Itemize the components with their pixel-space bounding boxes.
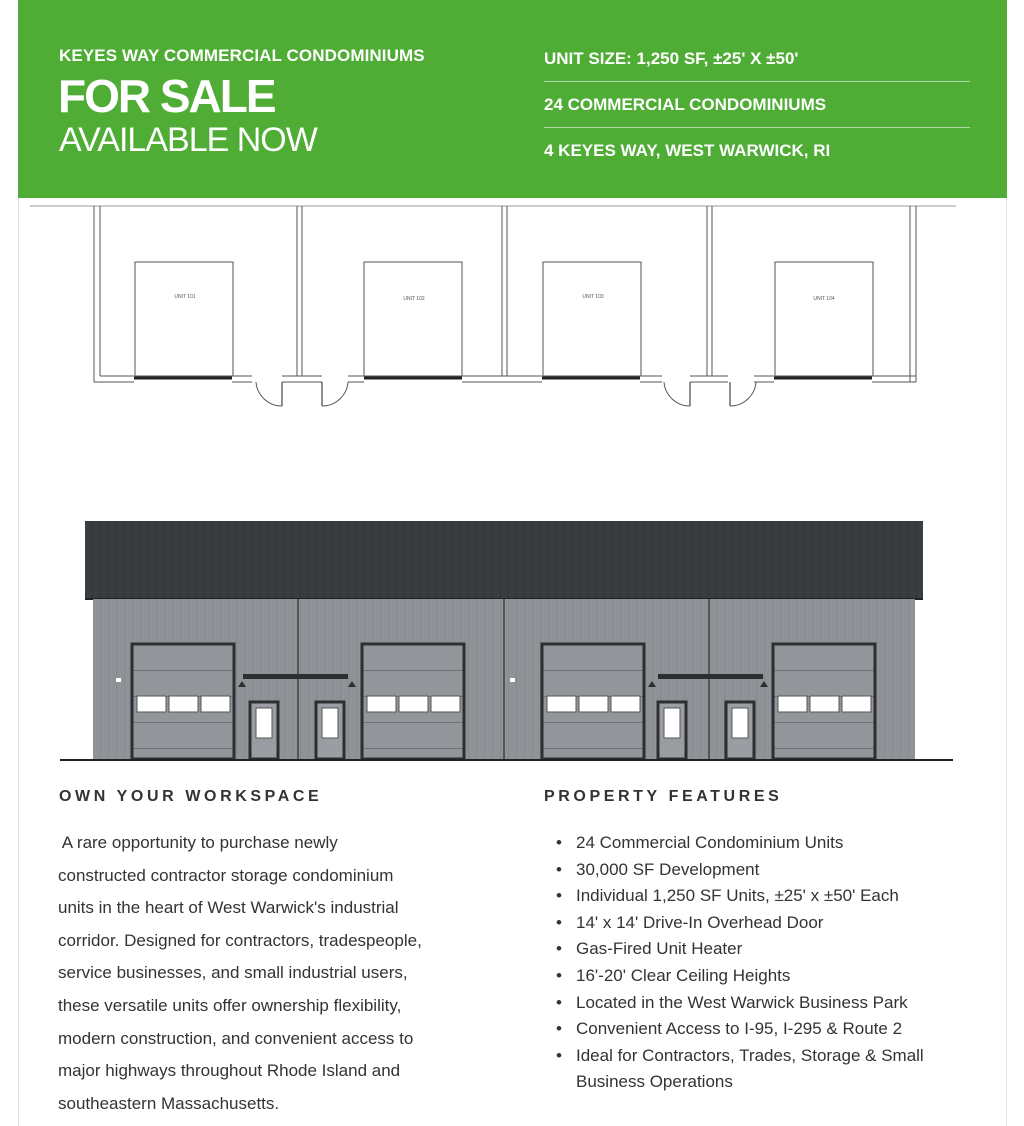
- description-line: southeastern Massachusetts.: [58, 1093, 280, 1113]
- floor-plan-unit-label: UNIT 102: [403, 296, 425, 302]
- floor-plan-unit-label: UNIT 101: [174, 294, 196, 300]
- description-line: these versatile units offer ownership fl…: [58, 995, 402, 1015]
- front-elevation-drawing: [60, 521, 953, 761]
- description-line: service businesses, and small industrial…: [58, 963, 408, 983]
- description-line: corridor. Designed for contractors, trad…: [58, 930, 422, 950]
- description-line: A rare opportunity to purchase newly: [58, 833, 338, 852]
- description-line: constructed contractor storage condomini…: [58, 865, 394, 885]
- fact-condo-count: 24 COMMERCIAL CONDOMINIUMS: [544, 82, 970, 128]
- feature-item: Individual 1,250 SF Units, ±25' x ±50' E…: [556, 883, 996, 910]
- feature-item: Convenient Access to I-95, I-295 & Route…: [556, 1016, 996, 1043]
- description-line: units in the heart of West Warwick's ind…: [58, 898, 399, 918]
- description-line: modern construction, and convenient acce…: [58, 1028, 414, 1048]
- feature-item: 30,000 SF Development: [556, 857, 996, 884]
- key-facts-list: UNIT SIZE: 1,250 SF, ±25' X ±50' 24 COMM…: [544, 36, 970, 174]
- description-line: major highways throughout Rhode Island a…: [58, 1061, 401, 1081]
- availability-subline: AVAILABLE NOW: [59, 121, 318, 159]
- page-border: [18, 0, 1007, 1126]
- property-features-heading: PROPERTY FEATURES: [544, 788, 783, 805]
- fact-address: 4 KEYES WAY, WEST WARWICK, RI: [544, 141, 831, 160]
- floor-plan-unit-label: UNIT 103: [582, 294, 604, 300]
- own-workspace-heading: OWN YOUR WORKSPACE: [59, 788, 323, 805]
- feature-item: Ideal for Contractors, Trades, Storage &…: [556, 1043, 956, 1096]
- header-banner: KEYES WAY COMMERCIAL CONDOMINIUMS FOR SA…: [18, 0, 1007, 198]
- feature-item: Located in the West Warwick Business Par…: [556, 990, 996, 1017]
- feature-item: 16'-20' Clear Ceiling Heights: [556, 963, 996, 990]
- feature-item: Gas-Fired Unit Heater: [556, 936, 996, 963]
- property-name: KEYES WAY COMMERCIAL CONDOMINIUMS: [59, 46, 425, 65]
- feature-item: 24 Commercial Condominium Units: [556, 830, 996, 857]
- description-paragraph: A rare opportunity to purchase newly con…: [58, 827, 498, 1120]
- feature-item: 14' x 14' Drive-In Overhead Door: [556, 910, 996, 937]
- fact-unit-size: UNIT SIZE: 1,250 SF, ±25' X ±50': [544, 36, 970, 82]
- for-sale-headline: FOR SALE: [58, 70, 277, 122]
- floor-plan-drawing: UNIT 101 UNIT 102 UNIT 103 UNIT 104: [30, 205, 956, 407]
- floor-plan-unit-label: UNIT 104: [813, 296, 835, 302]
- property-features-list: 24 Commercial Condominium Units 30,000 S…: [556, 830, 996, 1096]
